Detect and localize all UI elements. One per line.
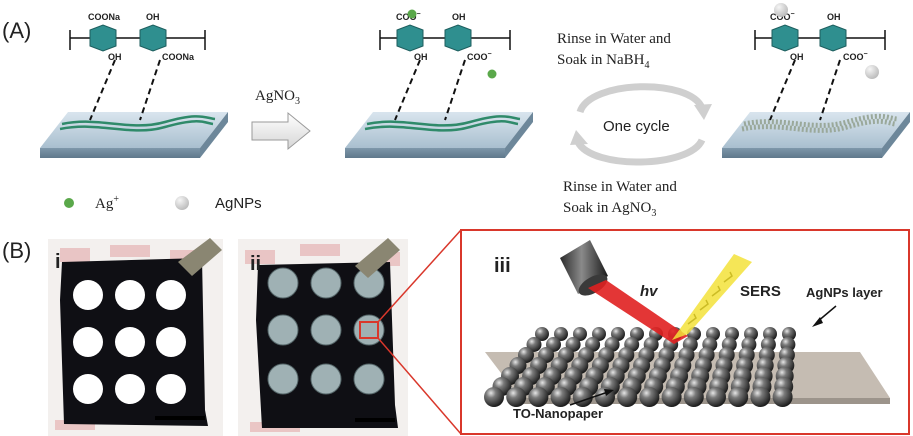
zoom-box (359, 321, 379, 339)
photo-i-label: i (55, 251, 61, 273)
laser-device (560, 240, 608, 296)
svg-text:COO−: COO− (843, 51, 868, 62)
chain-2-bottom-left: OH (414, 52, 428, 62)
substrate-3 (722, 112, 910, 158)
legend-ag-ion-label: Ag (95, 196, 114, 212)
sers-label: SERS (740, 283, 781, 300)
chain-2-top-left-charge: − (417, 11, 421, 18)
svg-text:Ag+: Ag+ (95, 194, 119, 212)
cycle-top-line2-sub: 4 (645, 60, 650, 71)
substrate-1 (40, 112, 228, 158)
svg-text:COO−: COO− (396, 11, 421, 22)
cycle-bottom-line2: Soak in AgNO (563, 200, 652, 216)
legend-ag-ion-superscript: + (113, 194, 119, 205)
agnp-sphere (728, 387, 749, 407)
svg-text:COO−: COO− (770, 11, 795, 22)
chain-1-bottom-left: OH (108, 52, 122, 62)
cycle-bottom-line1: Rinse in Water and (563, 179, 677, 195)
agnp-sphere (592, 327, 606, 341)
agnp-sphere (554, 327, 568, 341)
chain-2-bottom-right-charge: − (488, 51, 492, 58)
photo-i: i (48, 238, 223, 436)
chain-1-top-right: OH (146, 12, 160, 22)
panel-b-label: (B) (2, 238, 31, 263)
agnp-sphere (683, 387, 704, 407)
svg-text:Soak in AgNO3: Soak in AgNO3 (563, 200, 656, 219)
legend-ag-ion-swatch (64, 198, 74, 208)
agnp-sphere (573, 327, 587, 341)
chain-2-top-right: OH (452, 12, 466, 22)
hv-label: hv (640, 283, 659, 300)
photo-ii: ii (238, 238, 408, 436)
agnp-sphere (706, 387, 726, 407)
agnp-sphere (484, 387, 504, 407)
photo-ii-label: ii (250, 253, 261, 275)
polymer-chain-1: COONa OH OH COONa (69, 12, 206, 62)
chain-3-bottom-right-charge: − (864, 51, 868, 58)
inset-iii: iii hv SERS AgNPs layer TO-Nanopaper (460, 229, 910, 435)
chain-1-top-left: COONa (88, 12, 121, 22)
chain-3-bottom-left: OH (790, 52, 804, 62)
legend-agnp-label: AgNPs (215, 195, 262, 212)
agnp-particle (774, 3, 788, 17)
agnp-sphere (550, 387, 571, 407)
chain-3-bottom-right: COO (843, 52, 864, 62)
agnp-spheres (484, 327, 796, 407)
polymer-chain-3: COO− OH OH COO− (754, 3, 886, 79)
zoom-connector-bottom (377, 337, 462, 435)
polymer-chain-2: COO− OH OH COO− (379, 9, 511, 79)
ag-ion (407, 9, 417, 19)
agnp-sphere (528, 387, 549, 407)
svg-text:COO−: COO− (467, 51, 492, 62)
agnp-sphere (535, 327, 549, 341)
agnp-sphere (639, 387, 660, 407)
cycle-bottom-line2-sub: 3 (651, 208, 656, 219)
cycle-top-line2: Soak in NaBH (557, 52, 645, 68)
chain-1-bottom-right: COONa (162, 52, 195, 62)
cycle-top-line1: Rinse in Water and (557, 31, 671, 47)
agnp-sphere (506, 387, 527, 407)
agnp-sphere (750, 387, 771, 407)
inset-label: iii (494, 255, 511, 277)
panel-a-label: (A) (2, 18, 31, 43)
chain-2-top-left: COO (396, 12, 417, 22)
legend-agnp-swatch (175, 196, 189, 210)
svg-text:Soak in NaBH4: Soak in NaBH4 (557, 52, 650, 71)
agnp-particle (865, 65, 879, 79)
cycle-center-label: One cycle (603, 118, 670, 135)
dashed-guides (89, 59, 841, 121)
nanopaper-pointer (569, 391, 609, 406)
cycle-arrows (570, 83, 712, 166)
agnps-layer-label: AgNPs layer (806, 285, 883, 300)
agnp-sphere (617, 387, 638, 407)
reagent-arrow (251, 111, 311, 151)
zoom-connector-top (377, 229, 462, 323)
agnp-sphere (572, 387, 593, 407)
laser-beam (588, 280, 688, 344)
agnp-sphere (772, 387, 793, 407)
nanopaper-label: TO-Nanopaper (513, 406, 603, 421)
chain-2-bottom-right: COO (467, 52, 488, 62)
substrate-2 (345, 112, 533, 158)
chain-3-top-left: COO (770, 12, 791, 22)
reagent-label: AgNO3 (255, 88, 300, 107)
chain-3-top-left-charge: − (791, 11, 795, 18)
agnp-sphere (661, 387, 682, 407)
chain-3-top-right: OH (827, 12, 841, 22)
legend: Ag+ AgNPs (64, 194, 262, 212)
ag-ion (487, 69, 497, 79)
